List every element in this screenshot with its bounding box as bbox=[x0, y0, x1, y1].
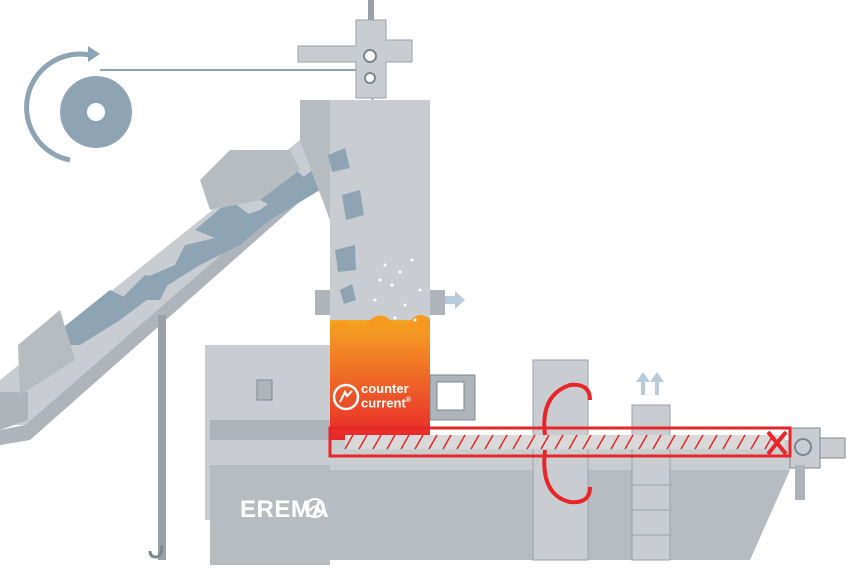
counter-current-logo-icon bbox=[332, 383, 360, 411]
counter-current-line1: counter bbox=[361, 381, 409, 396]
machine-body bbox=[205, 345, 846, 565]
rotation-arrow-icon bbox=[24, 51, 91, 163]
counter-current-line2: current® bbox=[361, 395, 411, 411]
conveyor-belt bbox=[0, 140, 330, 560]
feed-hopper bbox=[300, 100, 445, 440]
hook-icon bbox=[148, 544, 164, 559]
feed-roller-bracket bbox=[297, 0, 413, 99]
erema-brand-label: EREMA bbox=[240, 496, 330, 523]
counter-current-label: counter current® bbox=[361, 381, 411, 411]
extruder-screw bbox=[328, 382, 812, 505]
exhaust-arrow-icon bbox=[445, 291, 465, 309]
roll-icon bbox=[60, 76, 132, 148]
vent-arrows-icon bbox=[636, 372, 664, 395]
erema-logo-icon bbox=[305, 498, 325, 518]
